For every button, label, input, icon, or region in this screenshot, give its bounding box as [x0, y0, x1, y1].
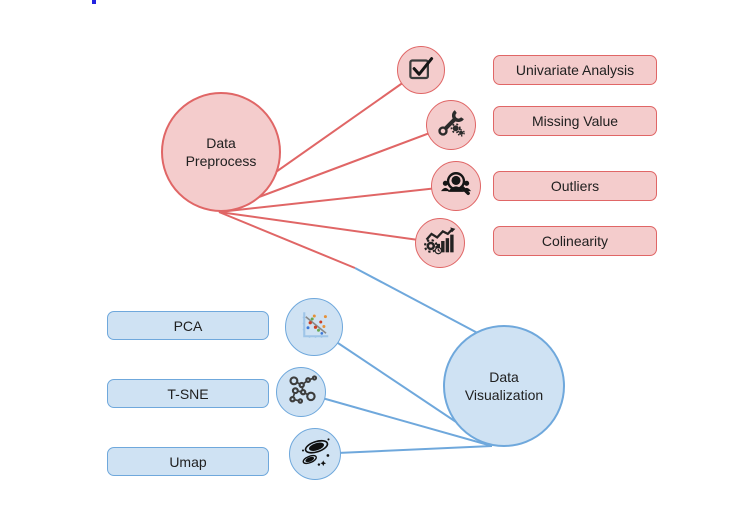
node-data-visualization: Data Visualization [443, 325, 565, 447]
scatter-plot-icon [296, 307, 332, 348]
outliers-bubble [431, 161, 481, 211]
label-outliers: Outliers [493, 171, 657, 201]
pill-text: Outliers [550, 178, 600, 194]
pill-text: Umap [169, 453, 207, 470]
node-title: Data Visualization [464, 368, 544, 403]
label-missing-value: Missing Value [493, 106, 657, 136]
pill-text: Missing Value [531, 113, 619, 129]
magnifier-person-icon [439, 167, 473, 206]
label-pca: PCA [107, 311, 269, 340]
umap-bubble [289, 428, 341, 480]
chart-gear-icon [423, 224, 457, 263]
link-visualization-umap [314, 445, 493, 455]
pill-text: PCA [173, 317, 203, 334]
colinearity-bubble [415, 218, 465, 268]
pill-text: Colinearity [541, 233, 609, 249]
pill-text: Univariate Analysis [515, 62, 635, 78]
node-title: Data Preprocess [185, 134, 257, 169]
blue-dot-artifact [92, 0, 96, 4]
checkbox-icon [406, 53, 436, 88]
tools-icon [435, 107, 467, 144]
pca-bubble [285, 298, 343, 356]
network-graph-icon [284, 373, 318, 412]
link-preprocess-visualization-blue [354, 267, 488, 339]
univariate-bubble [397, 46, 445, 94]
link-preprocess-outliers [218, 185, 457, 213]
link-preprocess-colinearity [218, 211, 441, 244]
tools-bubble [426, 100, 476, 150]
pill-text: T-SNE [167, 385, 209, 402]
node-data-preprocess: Data Preprocess [161, 92, 281, 212]
link-preprocess-visualization-red [218, 211, 356, 269]
label-tsne: T-SNE [107, 379, 269, 408]
tsne-bubble [276, 367, 326, 417]
label-univariate-analysis: Univariate Analysis [493, 55, 657, 85]
galaxy-icon [297, 434, 333, 475]
label-colinearity: Colinearity [493, 226, 657, 256]
label-umap: Umap [107, 447, 269, 476]
link-visualization-tsne [300, 391, 493, 447]
